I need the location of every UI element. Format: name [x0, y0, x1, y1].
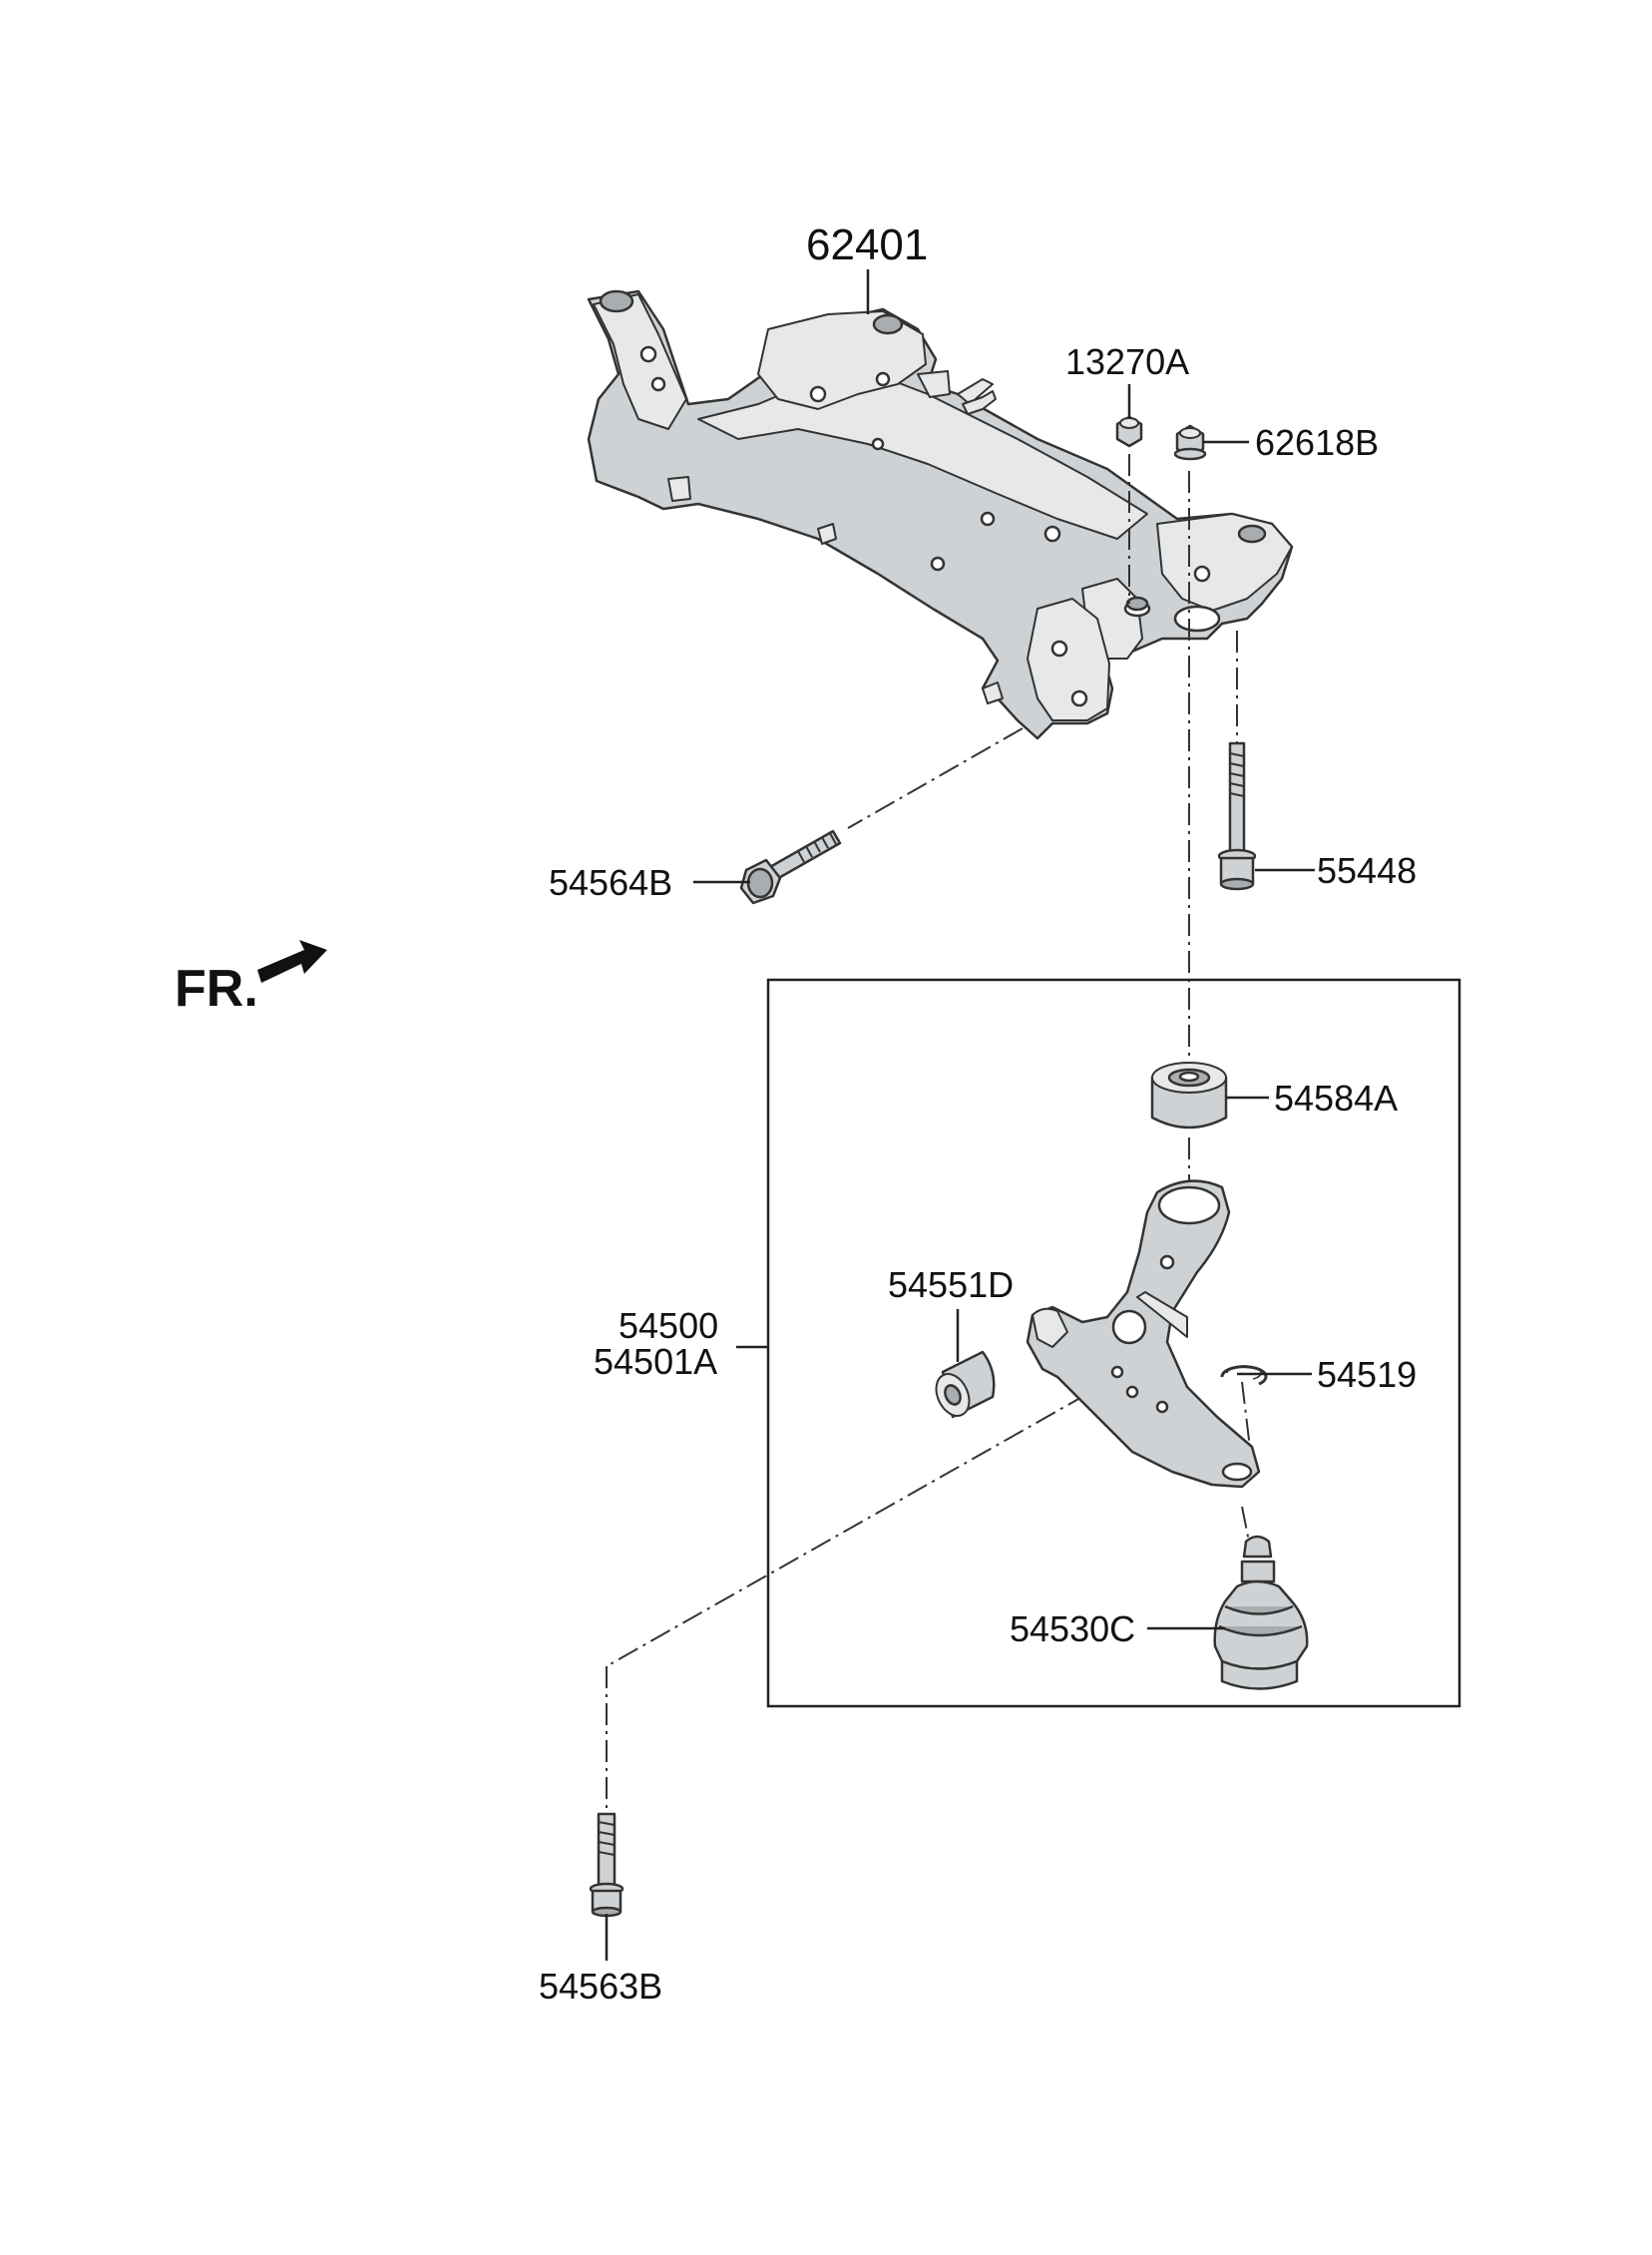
label-54564b: 54564B: [549, 862, 672, 903]
front-arrow-icon: [257, 940, 327, 983]
bolt-55448[interactable]: [1217, 741, 1257, 891]
label-54563b: 54563B: [539, 1966, 662, 2007]
nut-62618b[interactable]: [1173, 424, 1207, 461]
label-54501a: 54501A: [594, 1341, 717, 1382]
crossmember-62401[interactable]: [587, 289, 1294, 740]
bolt-54564b[interactable]: [739, 829, 842, 905]
leader-lines: [605, 269, 1315, 1961]
front-direction-indicator: FR.: [175, 940, 327, 1018]
bolt-54563b[interactable]: [589, 1812, 624, 1918]
label-54530c: 54530C: [1010, 1608, 1135, 1649]
label-54584a: 54584A: [1274, 1078, 1398, 1119]
label-62618b: 62618B: [1255, 422, 1379, 463]
label-54551d: 54551D: [888, 1264, 1014, 1305]
label-13270a: 13270A: [1065, 341, 1189, 382]
assembly-lines: [606, 454, 1253, 1811]
bushing-54551d[interactable]: [930, 1350, 996, 1421]
snap-ring-54519[interactable]: [1220, 1365, 1268, 1386]
front-label: FR.: [175, 960, 258, 1018]
nut-13270a[interactable]: [1115, 415, 1143, 448]
label-62401: 62401: [806, 221, 928, 269]
label-54519: 54519: [1317, 1354, 1417, 1395]
ball-joint-54530c[interactable]: [1213, 1535, 1309, 1690]
bushing-54584a[interactable]: [1150, 1062, 1228, 1129]
arm-assembly-frame: [766, 978, 1461, 1708]
part-labels: 62401 13270A 62618B 54564B 55448 54584A …: [539, 221, 1417, 2007]
label-55448: 55448: [1317, 850, 1417, 891]
lower-control-arm-54500[interactable]: [1026, 1179, 1261, 1489]
label-54500: 54500: [619, 1305, 718, 1346]
